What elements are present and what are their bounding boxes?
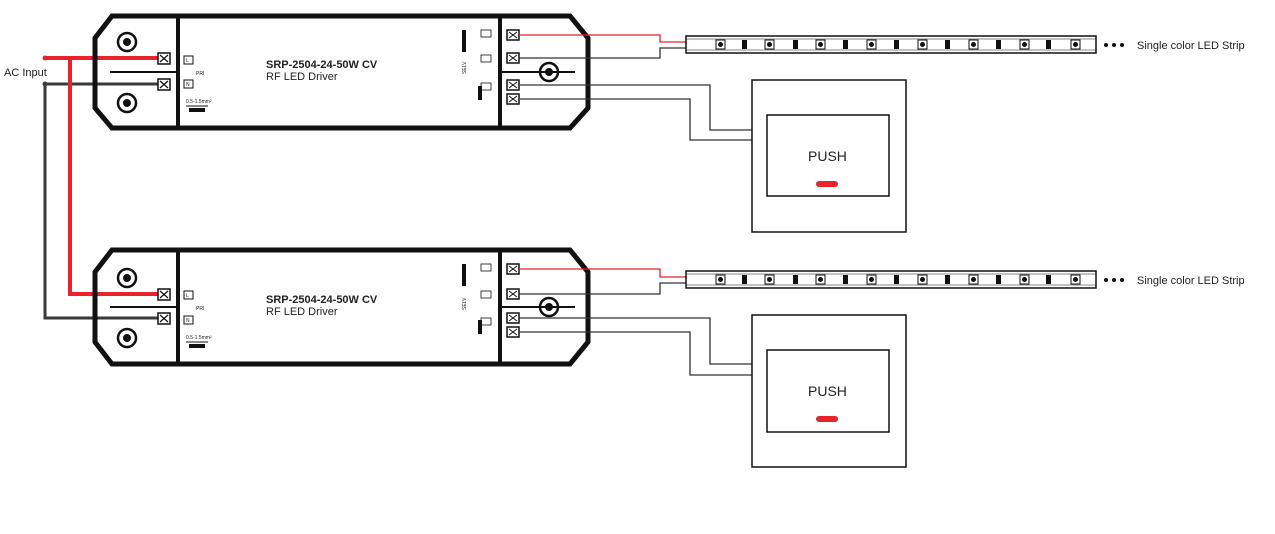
driver-model-label: SRP-2504-24-50W CV — [266, 294, 378, 306]
led-chip-row — [715, 274, 1081, 285]
mounting-screw-icon — [116, 92, 138, 114]
driver-type-label: RF LED Driver — [266, 306, 338, 318]
cable-spec-label: 0.5-1.5mm² — [186, 335, 212, 341]
selv-label: SELV — [462, 61, 468, 74]
driver-type-label: RF LED Driver — [266, 71, 338, 83]
push-switch-2: PUSH — [751, 314, 907, 468]
push-switch-1: PUSH — [751, 79, 907, 233]
rf-button-icon — [538, 61, 560, 83]
strip-label: Single color LED Strip — [1137, 40, 1245, 52]
mounting-screw-icon — [116, 31, 138, 53]
indicator-led-icon — [816, 181, 838, 187]
wire-strip-icon — [186, 105, 208, 112]
mounting-screw-icon — [116, 327, 138, 349]
input-l-label: L — [186, 293, 189, 299]
push-label: PUSH — [808, 148, 847, 164]
mounting-screw-icon — [116, 267, 138, 289]
pri-label: PRI — [196, 71, 204, 77]
pri-label: PRI — [196, 306, 204, 312]
rf-button-icon — [538, 296, 560, 318]
wire-strip-icon — [186, 341, 208, 348]
output-wires — [519, 34, 752, 376]
input-n-label: N — [186, 318, 190, 324]
driver-1: L N PRI 0.5-1.5mm² SRP-2504-24-50W CV RF… — [92, 13, 591, 131]
led-strip-2: Single color LED Strip — [685, 270, 1245, 289]
output-terminal-icon — [462, 29, 520, 105]
output-terminal-icon — [462, 263, 520, 338]
ac-input-wires — [42, 55, 160, 320]
push-label: PUSH — [808, 383, 847, 399]
driver-2: L N PRI 0.5-1.5mm² SRP-2504-24-50W CV RF… — [92, 247, 591, 367]
driver-model-label: SRP-2504-24-50W CV — [266, 59, 378, 71]
input-l-label: L — [186, 58, 189, 64]
selv-label: SELV — [462, 297, 468, 310]
input-terminal-icon — [157, 52, 171, 91]
indicator-led-icon — [816, 416, 838, 422]
input-terminal-icon — [157, 288, 171, 325]
cable-spec-label: 0.5-1.5mm² — [186, 99, 212, 105]
led-chip-row — [715, 39, 1081, 50]
input-n-label: N — [186, 82, 190, 88]
led-strip-1: Single color LED Strip — [685, 35, 1245, 54]
ac-input-label: AC Input — [4, 67, 47, 79]
strip-label: Single color LED Strip — [1137, 275, 1245, 287]
